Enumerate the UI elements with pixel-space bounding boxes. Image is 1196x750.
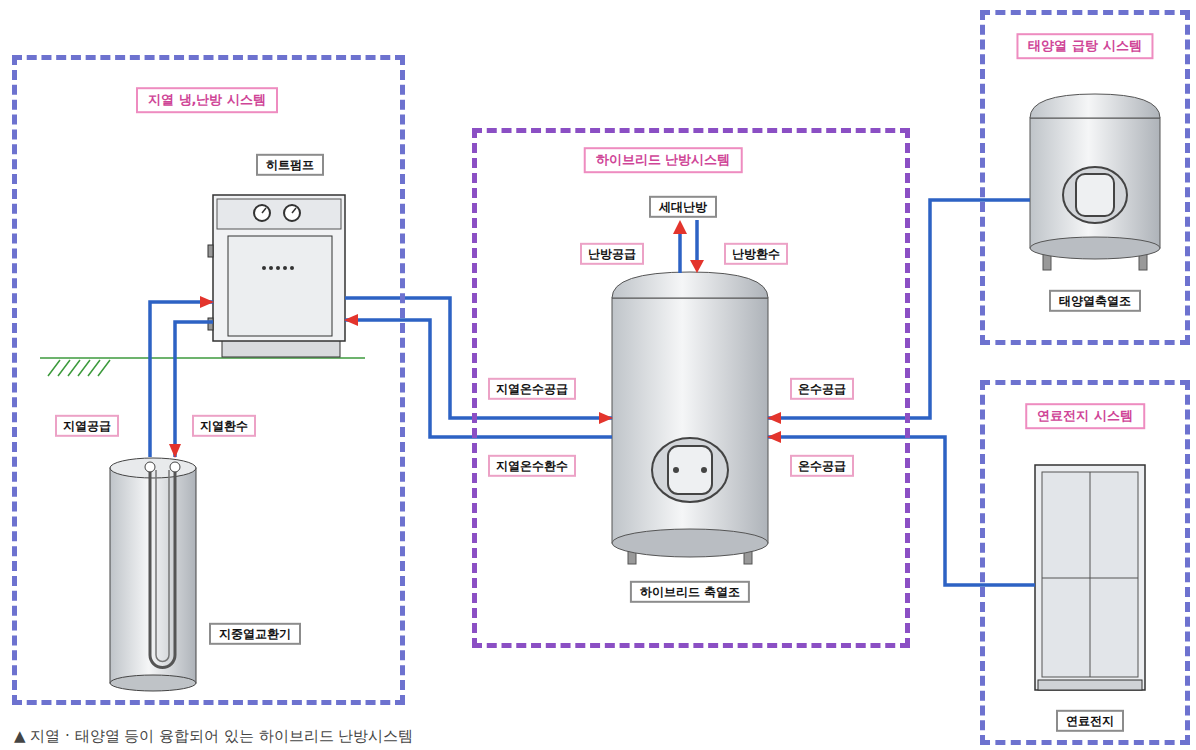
pipe-label: 지열온수환수 — [488, 455, 576, 477]
pipe-note: 세대난방 — [649, 196, 717, 218]
system-group: 태양열 급탕 시스템태양열축열조 — [980, 10, 1190, 345]
pipe-label: 온수공급 — [790, 455, 854, 477]
heat-pump-drawing-part — [262, 266, 266, 270]
ground-line-part — [48, 360, 110, 376]
heating-pipes — [673, 220, 704, 273]
heat-pump-drawing-part — [254, 205, 270, 221]
fuel-cell-drawing-part — [1042, 578, 1138, 579]
hybrid-tank-drawing-part — [701, 467, 707, 473]
pipe-note: 난방환수 — [724, 243, 788, 265]
hybrid-tank-drawing — [612, 272, 768, 564]
ground-heat-exchanger-drawing-part — [110, 468, 196, 683]
heat-pump-drawing-part — [208, 245, 213, 257]
heat-exchanger-box: 지중열교환기 — [108, 457, 198, 690]
part-label: 태양열축열조 — [1049, 290, 1141, 312]
solar-tank-drawing-part — [1076, 174, 1114, 216]
heat-pump-drawing-part — [269, 266, 273, 270]
group-title: 지열 냉,난방 시스템 — [136, 87, 278, 113]
fuel-cell-box: 연료전지 — [1035, 465, 1145, 690]
heating-pipes-part — [678, 232, 682, 273]
part-label: 지중열교환기 — [209, 623, 301, 645]
pipe-connector — [768, 437, 1035, 585]
solar-tank-box: 태양열축열조 — [1030, 94, 1160, 272]
pipe-label: 지열온수공급 — [488, 378, 576, 400]
solar-tank-drawing — [1030, 94, 1160, 270]
ground-heat-exchanger-drawing-part — [156, 470, 169, 662]
system-group: 지열 냉,난방 시스템히트펌프지중열교환기 — [12, 55, 405, 705]
figure-caption: ▲ 지열 · 태양열 등이 융합되어 있는 하이브리드 난방시스템 — [14, 727, 413, 745]
heat-pump-drawing-part — [290, 266, 294, 270]
heat-pump-drawing-part — [292, 208, 296, 213]
hybrid-tank-drawing-part — [652, 438, 728, 502]
heating-pipes-part — [690, 260, 704, 273]
pipe-connector — [768, 200, 1030, 418]
ground-heat-exchanger-drawing-part — [145, 462, 155, 472]
heat-pump-drawing-part — [283, 266, 287, 270]
fuel-cell-drawing-part — [1035, 465, 1145, 690]
heat-pump-box: 히트펌프 — [213, 195, 345, 358]
solar-tank-drawing-part — [1063, 167, 1127, 223]
heat-pump-drawing-part — [284, 205, 300, 221]
hybrid-tank-drawing-part — [612, 529, 768, 557]
pipe-connector — [345, 320, 612, 437]
part-label: 히트펌프 — [256, 154, 324, 176]
pipe-label: 온수공급 — [790, 378, 854, 400]
hybrid-tank-drawing-part — [612, 272, 768, 298]
ground-heat-exchanger-drawing-part — [110, 458, 196, 478]
heating-pipes-part — [673, 220, 687, 234]
pipe-label: 지열환수 — [192, 415, 256, 437]
heat-pump-drawing-part — [276, 266, 280, 270]
group-title: 하이브리드 난방시스템 — [584, 147, 743, 173]
heat-pump-drawing-part — [262, 208, 266, 213]
solar-tank-drawing-part — [1030, 237, 1160, 259]
system-group: 연료전지 시스템연료전지 — [980, 380, 1190, 745]
hybrid-tank-drawing-part — [673, 467, 679, 473]
ground-line — [40, 358, 365, 376]
heat-pump-drawing-part — [213, 195, 345, 341]
heating-pipes-part — [695, 220, 699, 262]
pipe-note: 난방공급 — [580, 243, 644, 265]
hybrid-tank-drawing-part — [612, 298, 768, 543]
group-title: 태양열 급탕 시스템 — [1016, 33, 1153, 59]
heat-pump-drawing-part — [228, 236, 332, 336]
solar-tank-drawing-part — [1030, 118, 1160, 248]
heat-pump-drawing-part — [208, 318, 213, 330]
ground-heat-exchanger-drawing-part — [150, 470, 175, 668]
fuel-cell-drawing — [1035, 465, 1145, 690]
ground-heat-exchanger-drawing — [110, 458, 196, 691]
pipe-connector — [345, 298, 612, 418]
heat-pump-drawing-part — [222, 340, 340, 357]
part-label: 연료전지 — [1056, 710, 1124, 732]
heat-pump-drawing — [208, 195, 345, 357]
storage-tank-box: 하이브리드 축열조 — [612, 272, 768, 564]
solar-tank-drawing-part — [1030, 94, 1160, 118]
fuel-cell-drawing-part — [1038, 680, 1142, 690]
ground-heat-exchanger-drawing-part — [110, 675, 196, 691]
group-title: 연료전지 시스템 — [1025, 403, 1145, 429]
fuel-cell-drawing-part — [1042, 472, 1138, 677]
fuel-cell-drawing-part — [1090, 472, 1091, 677]
ground-heat-exchanger-drawing-part — [170, 462, 180, 472]
hybrid-tank-drawing-part — [668, 446, 712, 494]
heat-pump-drawing-part — [217, 199, 341, 229]
pipe-label: 지열공급 — [55, 415, 119, 437]
part-label: 하이브리드 축열조 — [630, 581, 750, 603]
